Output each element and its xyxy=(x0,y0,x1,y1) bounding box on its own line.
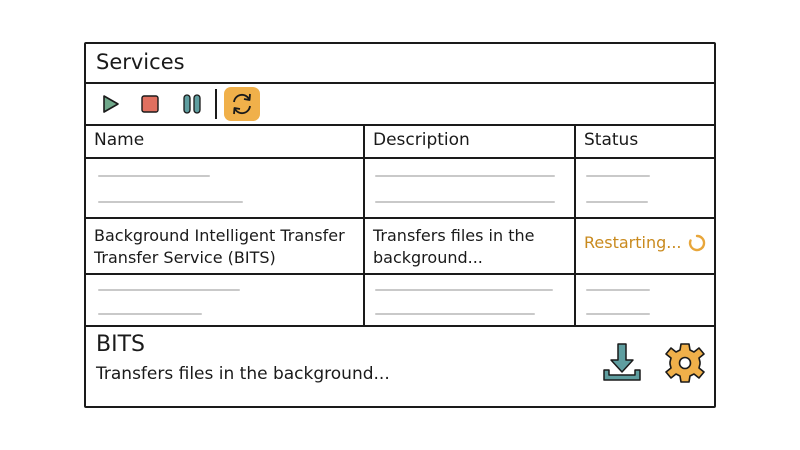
stop-button[interactable] xyxy=(134,88,166,120)
refresh-icon xyxy=(233,93,251,115)
service-description-line2: background... xyxy=(373,248,483,267)
service-description-line1: Transfers files in the xyxy=(373,226,535,245)
stop-icon xyxy=(141,95,159,113)
details-description: Transfers files in the background... xyxy=(96,364,390,384)
settings-button[interactable] xyxy=(662,340,708,386)
gear-icon xyxy=(665,343,705,383)
status-text: Restarting... xyxy=(584,233,682,252)
status-cell xyxy=(576,159,714,217)
name-cell: Background Intelligent Transfer Transfer… xyxy=(86,219,365,273)
service-name-line1: Background Intelligent Transfer xyxy=(94,226,345,245)
spinner-icon xyxy=(688,234,705,251)
column-header-status[interactable]: Status xyxy=(584,130,639,150)
description-cell: Transfers files in the background... xyxy=(365,219,576,273)
pause-icon xyxy=(183,94,201,114)
column-header-description[interactable]: Description xyxy=(365,126,576,157)
download-icon xyxy=(603,343,641,381)
window-title: Services xyxy=(96,50,185,74)
column-header-name[interactable]: Name xyxy=(86,126,365,157)
description-cell xyxy=(365,159,576,217)
status-cell xyxy=(576,275,714,325)
toolbar-separator xyxy=(215,89,217,119)
play-icon xyxy=(103,95,119,113)
download-button[interactable] xyxy=(600,340,646,386)
table-row[interactable] xyxy=(86,275,714,327)
toolbar xyxy=(86,84,714,126)
pause-button[interactable] xyxy=(176,88,208,120)
details-title: BITS xyxy=(96,332,145,357)
details-panel: BITS Transfers files in the background..… xyxy=(86,324,714,406)
status-cell: Restarting... xyxy=(576,219,714,273)
services-table: Name Description Status Background Intel… xyxy=(86,126,714,327)
name-cell xyxy=(86,275,365,325)
description-cell xyxy=(365,275,576,325)
name-cell xyxy=(86,159,365,217)
start-button[interactable] xyxy=(94,88,126,120)
table-row-bits[interactable]: Background Intelligent Transfer Transfer… xyxy=(86,219,714,275)
table-header: Name Description Status xyxy=(86,126,714,159)
service-name-line2: Transfer Service (BITS) xyxy=(94,248,276,267)
restart-button[interactable] xyxy=(224,87,260,121)
services-window: Services xyxy=(84,42,716,408)
table-row[interactable] xyxy=(86,159,714,219)
title-bar: Services xyxy=(86,44,714,84)
